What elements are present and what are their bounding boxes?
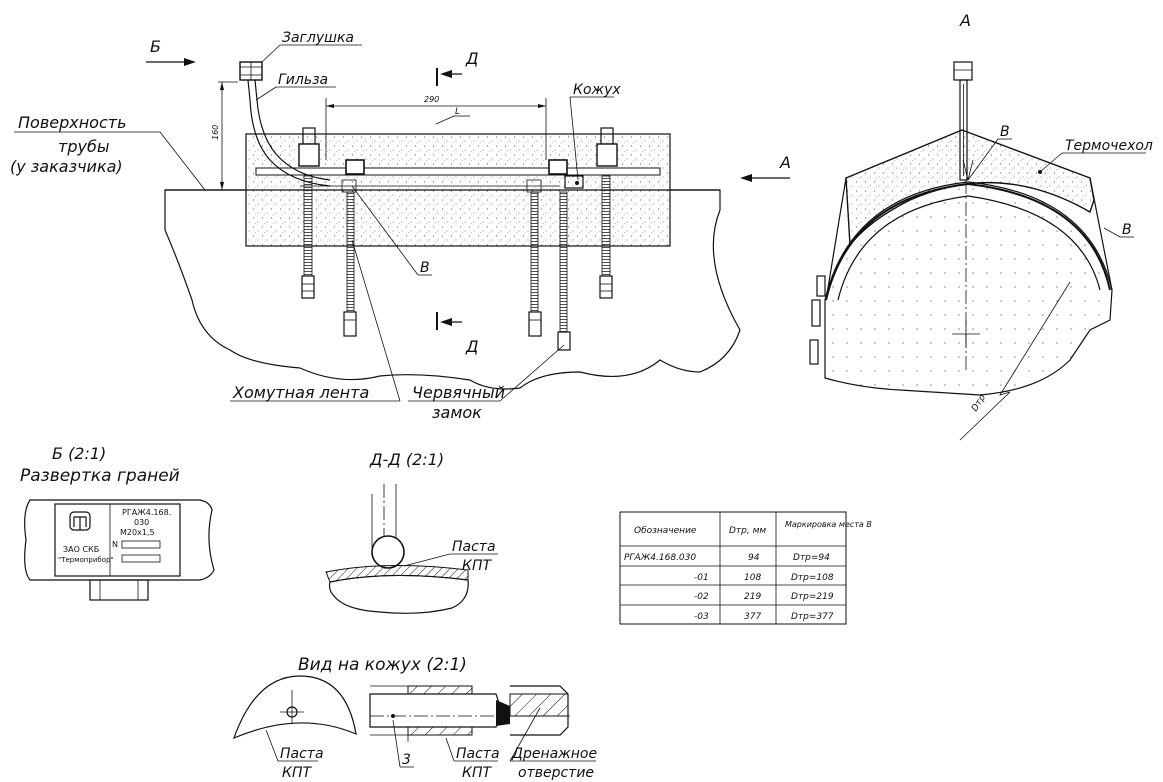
table-row2-marking: Dтр=108: [791, 573, 834, 583]
marker-d-bottom: Д: [465, 337, 479, 356]
table-header-marking-text: Маркировка места В: [785, 520, 872, 529]
label-gilza: Гильза: [278, 72, 328, 88]
plate-thread: М20х1,5: [120, 528, 155, 537]
worm-lock-left: [341, 159, 365, 337]
plate-code-2: 030: [134, 518, 149, 527]
dim-l: L: [455, 107, 460, 117]
section-d: Д-Д (2:1) Паста КПТ: [325, 450, 498, 614]
company-logo: [69, 511, 91, 531]
table-row1-marking: Dтр=94: [793, 553, 830, 563]
paste-d-2: КПТ: [462, 558, 492, 574]
dim-290: 290: [424, 95, 439, 104]
table-row3-dtr: 219: [744, 592, 761, 602]
pipe-body: [164, 189, 741, 390]
spec-table: Обозначение Dтр, мм Маркировка места В Р…: [619, 511, 872, 625]
clamp-bolt-right: [596, 127, 618, 299]
kozhukh-crescent: [232, 675, 357, 740]
label-v-a1: В: [1000, 124, 1010, 140]
kozhukh-hatch-bottom: [407, 726, 473, 736]
table-row1-dtr: 94: [748, 553, 760, 563]
paste-right-2: КПТ: [462, 765, 492, 781]
pipe-dome: [824, 181, 1113, 396]
view-kozhukh-title: Вид на кожух (2:1): [298, 655, 467, 675]
kozhukh-box: [564, 175, 584, 189]
plate-company-1: ЗАО СКБ: [63, 545, 99, 554]
view-b-title: Б (2:1): [52, 444, 106, 463]
table-row4-dtr: 377: [744, 612, 761, 622]
tube: [255, 167, 661, 176]
table-row3-marking: Dтр=219: [791, 592, 834, 602]
marker-a: А: [779, 153, 791, 172]
view-b: Б (2:1) Развертка граней ЗАО СКБ "Термоп…: [20, 444, 215, 601]
label-v-main: В: [420, 260, 430, 276]
drain-2: отверстие: [518, 765, 594, 781]
view-b-subtitle: Развертка граней: [20, 466, 180, 486]
table-row4-marking: Dтр=377: [791, 612, 834, 622]
section-d-title: Д-Д (2:1): [369, 450, 444, 469]
paste-left-1: Паста: [280, 746, 324, 762]
paste-right-1: Паста: [456, 746, 500, 762]
plate-company-2: "Термоприбор": [58, 556, 114, 564]
paste-d-1: Паста: [452, 539, 496, 555]
main-view: 290 L 160 Заглушка Гильза Кожух Поверхно…: [10, 30, 791, 422]
label-dtr: Dтр: [970, 393, 988, 414]
item-3: 3: [402, 752, 411, 768]
plate-code-1: РГАЖ4.168.: [122, 508, 171, 517]
label-surface-1: Поверхность: [18, 113, 127, 132]
view-a: А Dтр Термочехол В В: [809, 11, 1153, 441]
label-surface-3: (у заказчика): [10, 157, 123, 176]
marker-b: Б: [150, 37, 161, 56]
marker-d-top: Д: [465, 49, 479, 68]
table-header-dtr: Dтр, мм: [729, 526, 766, 536]
kozhukh-hatch-top: [407, 685, 473, 695]
plate-outline: [24, 499, 215, 581]
worm-lock-right: [526, 159, 571, 351]
dim-160: 160: [211, 125, 220, 140]
table-header-designation: Обозначение: [634, 526, 697, 536]
view-a-title: А: [959, 11, 971, 30]
label-kozhukh: Кожух: [573, 82, 621, 98]
label-v-a2: В: [1122, 222, 1132, 238]
paste-left-2: КПТ: [282, 765, 312, 781]
table-row2-designation: -01: [694, 573, 709, 583]
label-worm-1: Червячный: [412, 383, 505, 402]
tube-section: [371, 535, 405, 569]
table-header-marking: Маркировка места В: [785, 520, 872, 529]
drain-1: Дренажное: [511, 746, 597, 762]
plate-n-label: N: [112, 540, 118, 549]
table-row3-designation: -02: [694, 592, 709, 602]
table-row4-designation: -03: [694, 612, 709, 622]
label-termochekhol: Термочехол: [1065, 138, 1153, 154]
label-zaglushka: Заглушка: [282, 30, 354, 46]
view-kozhukh: Вид на кожух (2:1) Паста КПТ 3 Паста КПТ…: [232, 655, 597, 781]
label-worm-2: замок: [432, 403, 482, 422]
pipe-lower: [328, 574, 469, 614]
label-surface-2: трубы: [58, 137, 109, 156]
table-row2-dtr: 108: [744, 573, 761, 583]
clamp-bolt-left: [298, 127, 320, 299]
table-row1-designation: РГАЖ4.168.030: [624, 553, 696, 563]
label-khomut: Хомутная лента: [232, 383, 369, 402]
